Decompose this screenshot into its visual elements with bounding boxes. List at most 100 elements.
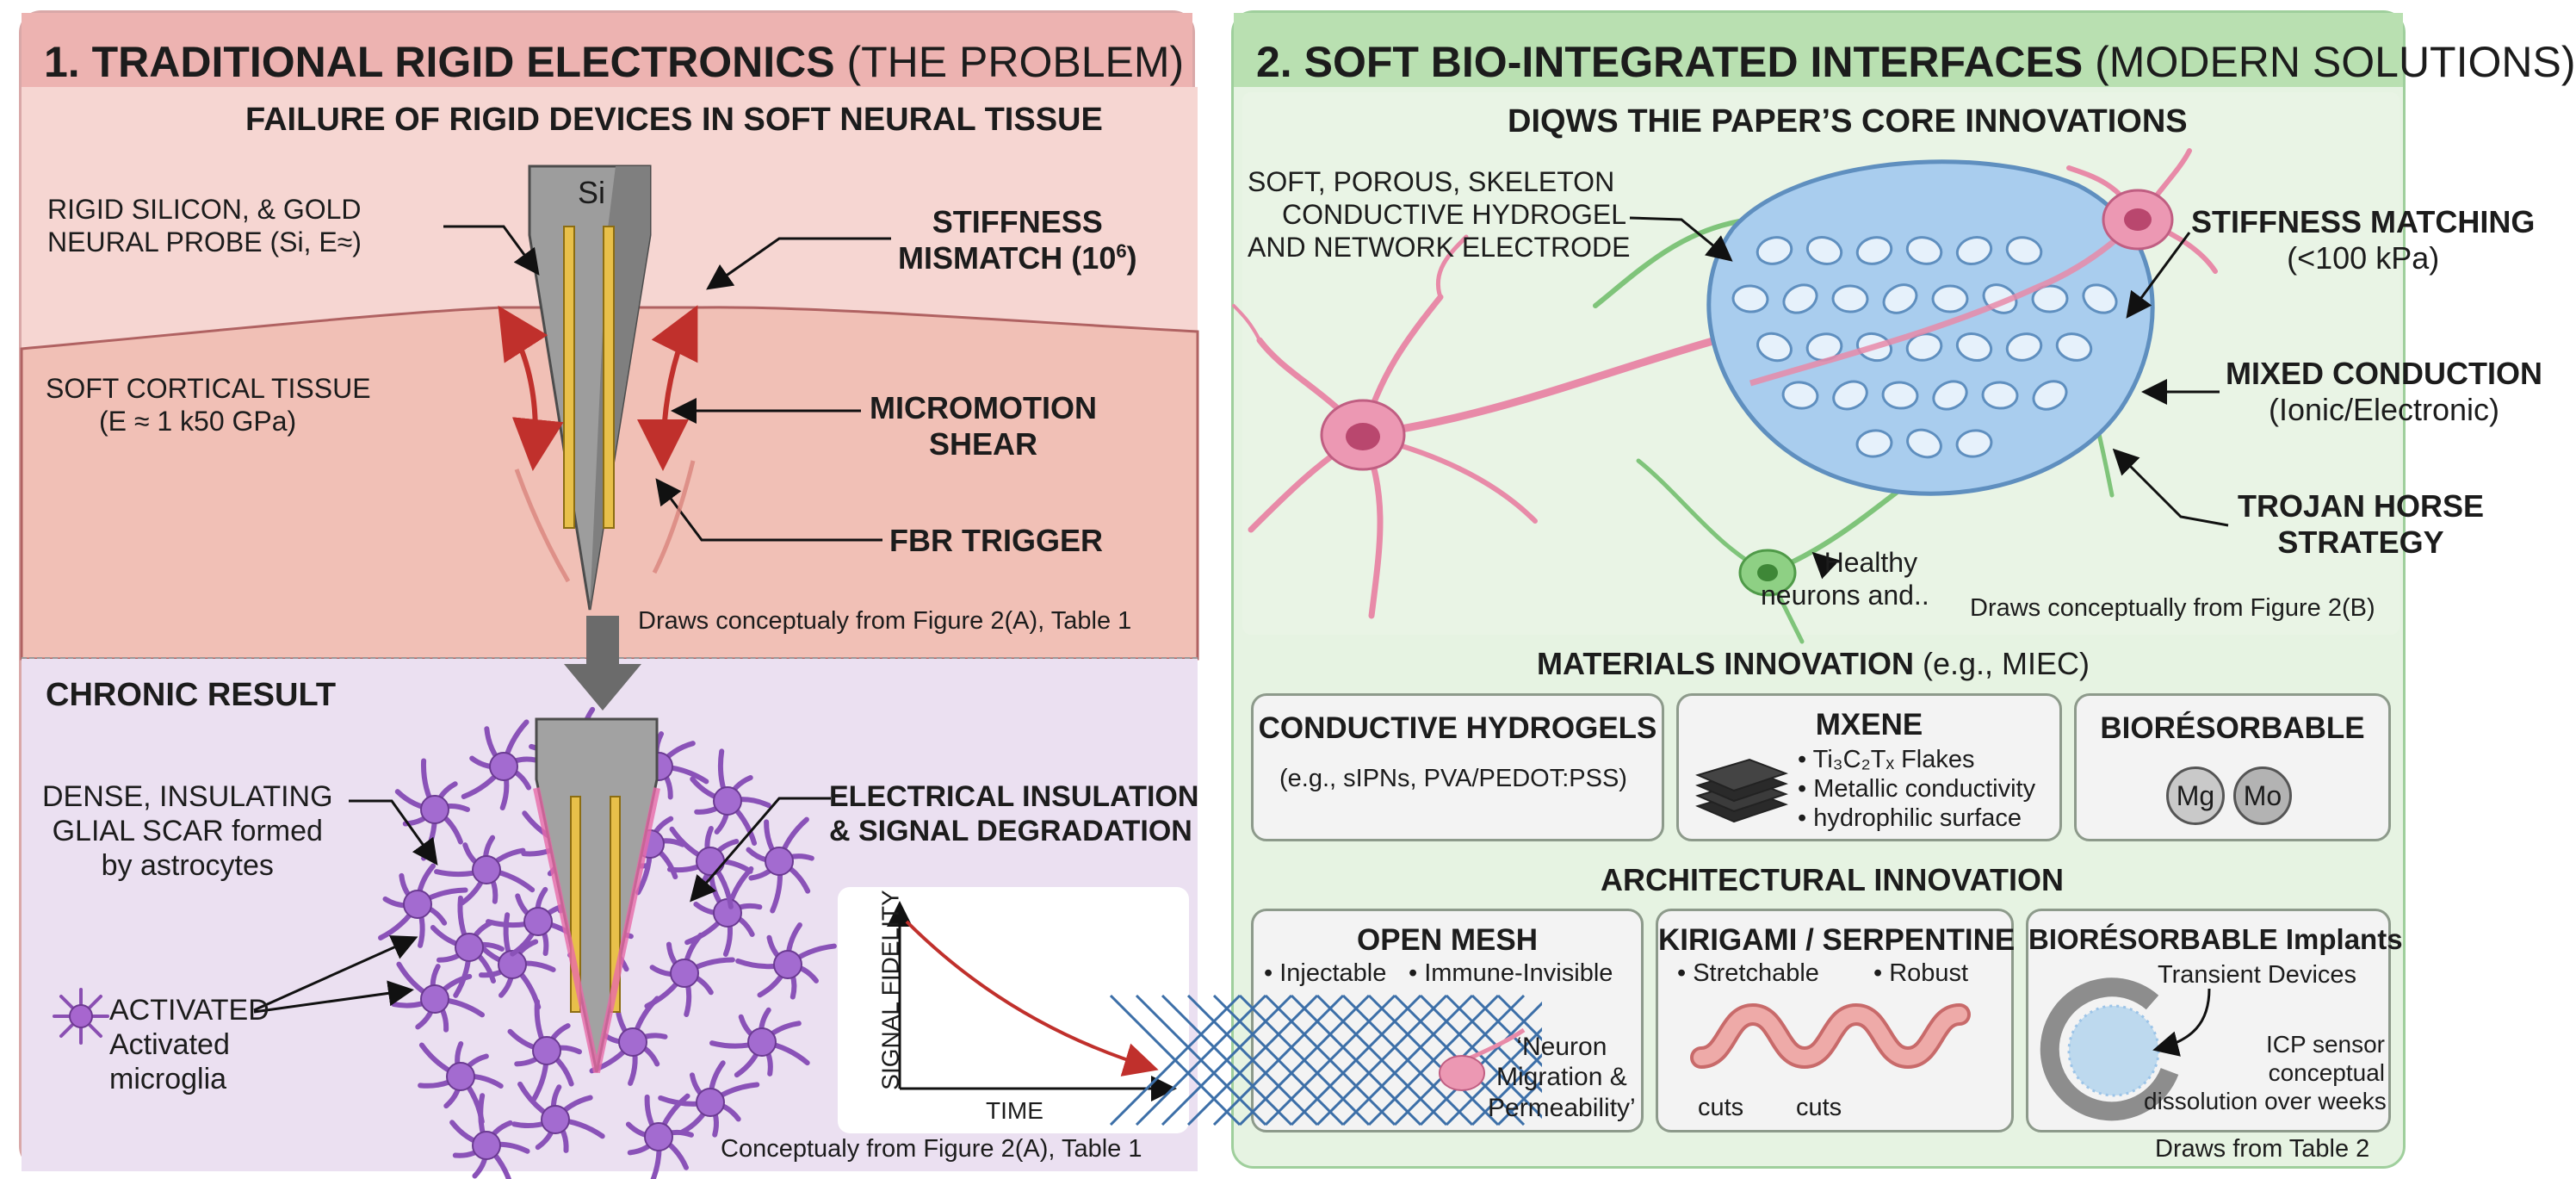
materials-title-bold: MATERIALS INNOVATION bbox=[1537, 646, 1914, 681]
astrocyte-cell bbox=[589, 996, 668, 1086]
mixed-conduction-label: MIXED CONDUCTION (Ionic/Electronic) bbox=[2226, 356, 2542, 429]
right-header-title: 2. SOFT BIO-INTEGRATED INTERFACES bbox=[1256, 38, 2084, 86]
signal-graph-plot bbox=[887, 901, 1177, 1101]
astrocyte-cell bbox=[735, 922, 837, 1000]
mxene-item1: • Ti₃C₂Tₓ Flakes bbox=[1798, 746, 1975, 773]
section2-source: Conceptualy from Figure 2(A), Table 1 bbox=[721, 1135, 1142, 1163]
mxene-title: MXENE bbox=[1815, 708, 1923, 742]
left-panel: 1. TRADITIONAL RIGID ELECTRONICS (THE PR… bbox=[19, 10, 1199, 1179]
electrode-label: SOFT, POROUS, SKELETON CONDUCTIVE HYDROG… bbox=[1248, 166, 1630, 264]
implant-pointer bbox=[2152, 988, 2211, 1057]
electrode-line3: AND NETWORK ELECTRODE bbox=[1248, 231, 1631, 263]
astrocyte-cell bbox=[511, 1081, 605, 1153]
right-header-subtitle: (MODERN SOLUTIONS) bbox=[2095, 38, 2576, 86]
electrode-line1: SOFT, POROUS, SKELETON bbox=[1248, 166, 1615, 197]
hydrogels-card: CONDUCTIVE HYDROGELS (e.g., sIPNs, PVA/P… bbox=[1251, 693, 1664, 841]
stiffness-matching-label: STIFFNESS MATCHING (<100 kPa) bbox=[2191, 204, 2535, 277]
mxene-item2: • Metallic conductivity bbox=[1798, 775, 2036, 803]
hydrogel-pore bbox=[1955, 429, 1993, 458]
hydrogel-pore bbox=[2032, 380, 2068, 411]
hydrogel-pore bbox=[2055, 332, 2093, 362]
left-header-subtitle: (THE PROBLEM) bbox=[846, 38, 1185, 86]
stiffness-line1: STIFFNESS bbox=[932, 204, 1103, 239]
neuron-network bbox=[1232, 148, 2218, 644]
hydrogel-pore bbox=[1906, 428, 1942, 459]
kirigami-card: KIRIGAMI / SERPENTINE • Stretchable • Ro… bbox=[1656, 909, 2016, 1132]
micromotion-label: MICROMOTION SHEAR bbox=[870, 390, 1097, 463]
tissue-line1: SOFT CORTICAL TISSUE bbox=[46, 373, 371, 404]
hydrogel-pore bbox=[1756, 332, 1793, 363]
hydrogel-pore bbox=[1855, 236, 1893, 265]
micromotion-line2: SHEAR bbox=[928, 426, 1037, 462]
astrocyte-cell bbox=[461, 719, 539, 810]
hydrogel-pore bbox=[1955, 236, 1993, 265]
mxene-card: MXENE • Ti₃C₂Tₓ Flakes • Metallic conduc… bbox=[1676, 693, 2062, 841]
mixed-line1: MIXED CONDUCTION bbox=[2226, 356, 2542, 391]
hydrogel-pore bbox=[1905, 236, 1943, 265]
astrocyte-cell bbox=[449, 1093, 530, 1179]
implants-card: BIORÉSORBABLE Implants Transient Devices… bbox=[2026, 909, 2403, 1132]
microglia-line1: ACTIVATED bbox=[109, 994, 269, 1027]
hydrogel-pore bbox=[1881, 381, 1919, 410]
stiffness-text: MISMATCH (10 bbox=[898, 240, 1117, 276]
trojan-line1: TROJAN HORSE bbox=[2238, 488, 2485, 524]
graph-x-label: TIME bbox=[986, 1097, 1043, 1124]
hydrogel-pore bbox=[1756, 236, 1793, 265]
silicon-probe bbox=[528, 164, 652, 611]
icp-line1: ICP sensor bbox=[2266, 1031, 2385, 1058]
migration-quote: ‘Neuron Migration & Permeability’ bbox=[1488, 1032, 1636, 1123]
hydrogel-pore bbox=[1781, 381, 1819, 410]
section2-pointers bbox=[253, 797, 831, 1014]
embedded-probe bbox=[533, 717, 660, 1073]
glial-scar-label: DENSE, INSULATING GLIAL SCAR formed by a… bbox=[42, 779, 333, 883]
stiffness-close: ) bbox=[1126, 240, 1137, 276]
hydrogel-pore bbox=[1831, 284, 1869, 313]
bioresorbable-card: BIORÉSORBABLE Mg Mo bbox=[2074, 693, 2391, 841]
microglia-line3: microglia bbox=[109, 1063, 227, 1096]
right-source: Draws from Table 2 bbox=[2155, 1135, 2370, 1163]
healthy-line1: Healthy bbox=[1824, 547, 1918, 578]
quote-line3: Permeability’ bbox=[1488, 1093, 1636, 1122]
mo-element: Mo bbox=[2233, 766, 2292, 825]
electrode-line2: CONDUCTIVE HYDROGEL bbox=[1282, 198, 1627, 230]
right-panel: 2. SOFT BIO-INTEGRATED INTERFACES (MODER… bbox=[1231, 10, 2576, 1169]
open-mesh-item2: • Immune-Invisible bbox=[1409, 959, 1613, 987]
astrocyte-cell bbox=[430, 895, 505, 998]
section1-arrows bbox=[443, 225, 891, 583]
innovation-pointers bbox=[1629, 216, 2229, 580]
scar-line1: DENSE, INSULATING bbox=[42, 780, 333, 813]
astrocyte-cell bbox=[378, 863, 468, 948]
astrocyte-cell bbox=[746, 816, 814, 914]
stiffness-line2: MISMATCH (106) bbox=[898, 240, 1137, 276]
hydrogel-pore bbox=[2005, 236, 2043, 265]
bioresorbable-title: BIORÉSORBABLE bbox=[2100, 711, 2365, 745]
tissue-line2: (E ≈ 1 k50 GPa) bbox=[99, 405, 297, 437]
hydrogel-pore bbox=[1782, 283, 1818, 314]
kirigami-item2: • Robust bbox=[1873, 959, 1969, 987]
innovations-source: Draws conceptually from Figure 2(B) bbox=[1970, 594, 2375, 622]
failure-title: FAILURE OF RIGID DEVICES IN SOFT NEURAL … bbox=[245, 102, 1103, 138]
quote-line1: ‘Neuron bbox=[1516, 1033, 1607, 1061]
insulation-line1: ELECTRICAL INSULATION bbox=[829, 780, 1199, 813]
kirigami-cuts1: cuts bbox=[1698, 1094, 1744, 1121]
icp-line2: conceptual bbox=[2268, 1059, 2385, 1087]
healthy-neurons-label: Healthy neurons and.. bbox=[1761, 547, 1929, 612]
scar-line2: GLIAL SCAR formed bbox=[52, 815, 323, 848]
signal-graph bbox=[838, 887, 1189, 1133]
probe-label: RIGID SILICON, & GOLD NEURAL PROBE (Si, … bbox=[47, 194, 362, 259]
hydrogel-pore bbox=[1882, 283, 1918, 314]
mxene-item3: • hydrophilic surface bbox=[1798, 804, 2022, 832]
materials-title-light: (e.g., MIEC) bbox=[1923, 646, 2090, 681]
hydrogel-pore bbox=[1805, 236, 1843, 265]
icp-line3: dissolution over weeks bbox=[2144, 1088, 2387, 1115]
kirigami-cuts2: cuts bbox=[1796, 1094, 1842, 1121]
astrocyte-cell bbox=[709, 1007, 810, 1078]
open-mesh-title: OPEN MESH bbox=[1356, 923, 1539, 957]
kirigami-title: KIRIGAMI / SERPENTINE bbox=[1658, 923, 2016, 957]
probe-label-line2: NEURAL PROBE (Si, E≈) bbox=[47, 226, 362, 258]
transient-label: Transient Devices bbox=[2158, 961, 2357, 989]
astrocyte-cell bbox=[507, 999, 582, 1102]
graph-y-label: SIGNAL FIDELITY bbox=[876, 890, 904, 1090]
right-header: 2. SOFT BIO-INTEGRATED INTERFACES (MODER… bbox=[1234, 13, 2576, 87]
astrocyte-cell bbox=[625, 1093, 694, 1179]
